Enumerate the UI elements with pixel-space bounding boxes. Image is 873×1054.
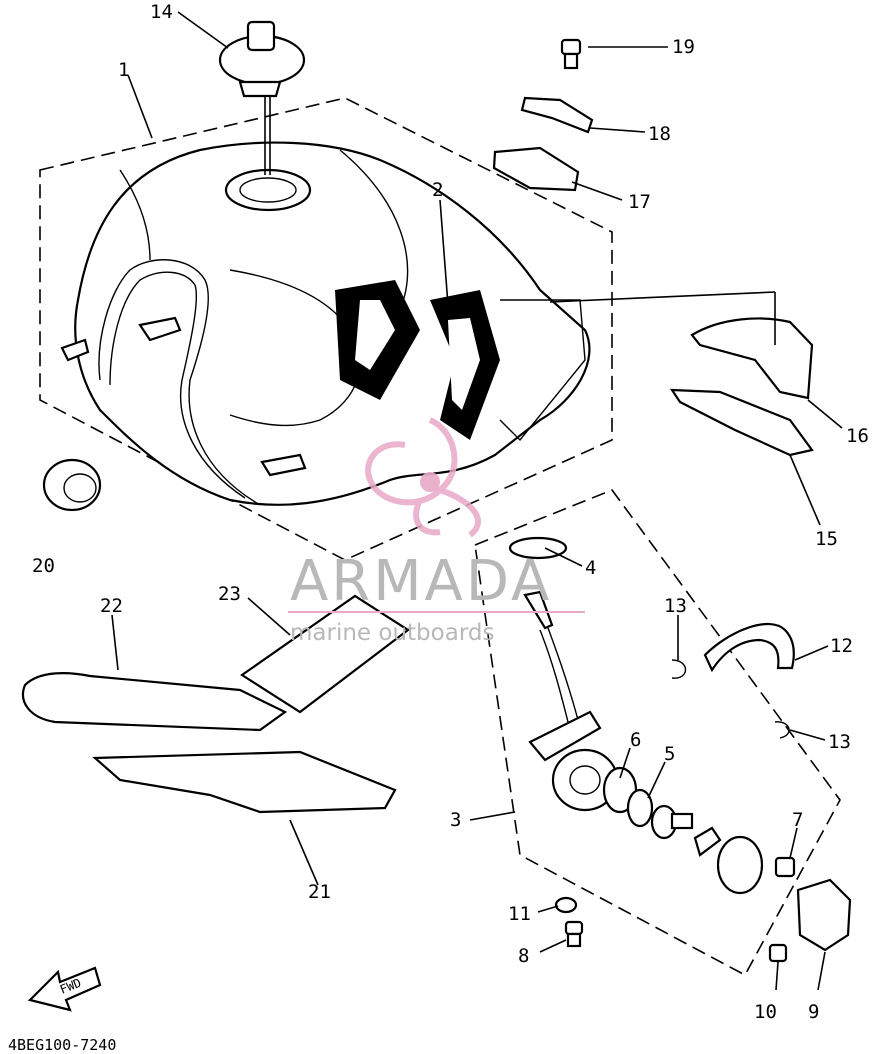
clip-13-lower xyxy=(774,721,790,739)
callout-16: 16 xyxy=(846,425,869,447)
callout-4: 4 xyxy=(585,557,596,579)
fwd-arrow-icon: FWD xyxy=(27,966,102,1012)
pad-23 xyxy=(240,594,410,714)
strainer-4 xyxy=(508,536,568,560)
fuel-cock xyxy=(523,590,619,812)
screw-10 xyxy=(768,943,788,963)
callout-23: 23 xyxy=(218,583,241,605)
callout-6: 6 xyxy=(630,729,641,751)
pad-21 xyxy=(92,750,397,814)
grommet-20 xyxy=(42,458,102,512)
bracket-18 xyxy=(520,96,594,134)
tank-decal xyxy=(335,280,586,442)
callout-17: 17 xyxy=(628,191,651,213)
callout-11: 11 xyxy=(508,903,531,925)
bolt-19 xyxy=(560,38,582,70)
callout-21: 21 xyxy=(308,881,331,903)
watermark-brand: ARMADA xyxy=(290,549,552,614)
hose-12 xyxy=(703,622,795,673)
tank-group-outline xyxy=(39,97,613,561)
o-ring-5 xyxy=(626,788,654,828)
lever-shaft xyxy=(650,804,722,857)
callout-20: 20 xyxy=(32,555,55,577)
callout-3: 3 xyxy=(450,809,461,831)
callout-22: 22 xyxy=(100,595,123,617)
watermark: ARMADA marine outboards xyxy=(288,417,585,646)
callout-2: 2 xyxy=(432,179,443,201)
watermark-logo-icon xyxy=(365,417,481,538)
callout-12: 12 xyxy=(830,635,853,657)
callout-18: 18 xyxy=(648,123,671,145)
fuel-cock-group-outline xyxy=(474,489,841,977)
screw-8 xyxy=(564,920,584,948)
callout-14: 14 xyxy=(150,1,173,23)
pad-22 xyxy=(22,672,288,732)
callout-10: 10 xyxy=(754,1001,777,1023)
callout-13-lower: 13 xyxy=(828,731,851,753)
clip-13-upper xyxy=(671,659,687,679)
bracket-15 xyxy=(669,388,814,457)
callout-9: 9 xyxy=(808,1001,819,1023)
callout-1: 1 xyxy=(118,59,129,81)
lever-plate xyxy=(716,835,764,895)
cover-16 xyxy=(690,317,814,400)
lever-9 xyxy=(796,878,852,952)
diagram-code: 4BEG100-7240 xyxy=(8,1036,116,1054)
damper-17 xyxy=(492,146,580,192)
watermark-tagline: marine outboards xyxy=(290,620,494,646)
callout-19: 19 xyxy=(672,36,695,58)
fuel-tank xyxy=(60,141,591,506)
washer-11 xyxy=(554,896,578,914)
callout-labels: 1 2 3 4 5 6 7 8 9 10 11 12 13 13 14 15 1… xyxy=(32,1,869,1023)
callout-7: 7 xyxy=(792,809,803,831)
callout-13-upper: 13 xyxy=(664,595,687,617)
callout-5: 5 xyxy=(664,743,675,765)
fuel-cap xyxy=(218,20,306,175)
callout-8: 8 xyxy=(518,945,529,967)
leader-lines xyxy=(111,11,843,991)
screw-7 xyxy=(774,856,796,878)
callout-15: 15 xyxy=(815,528,838,550)
